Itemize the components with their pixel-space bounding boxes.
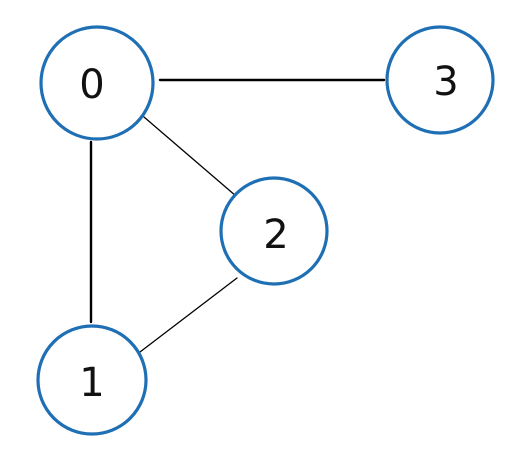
node-0-circle (39, 25, 155, 141)
edge-0-2 (143, 116, 237, 197)
node-3-label: 3 (433, 59, 458, 105)
node-1: 1 (36, 324, 148, 436)
edge-2-1 (139, 277, 238, 353)
node-2-circle (219, 176, 329, 286)
edges-group (89, 78, 386, 353)
node-1-circle (36, 324, 148, 436)
node-3-circle (385, 25, 495, 135)
node-2: 2 (219, 176, 329, 286)
node-0-label: 0 (79, 62, 104, 108)
node-1-label: 1 (79, 360, 104, 406)
node-0: 0 (39, 25, 155, 141)
node-2-label: 2 (263, 212, 288, 258)
node-3: 3 (385, 25, 495, 135)
